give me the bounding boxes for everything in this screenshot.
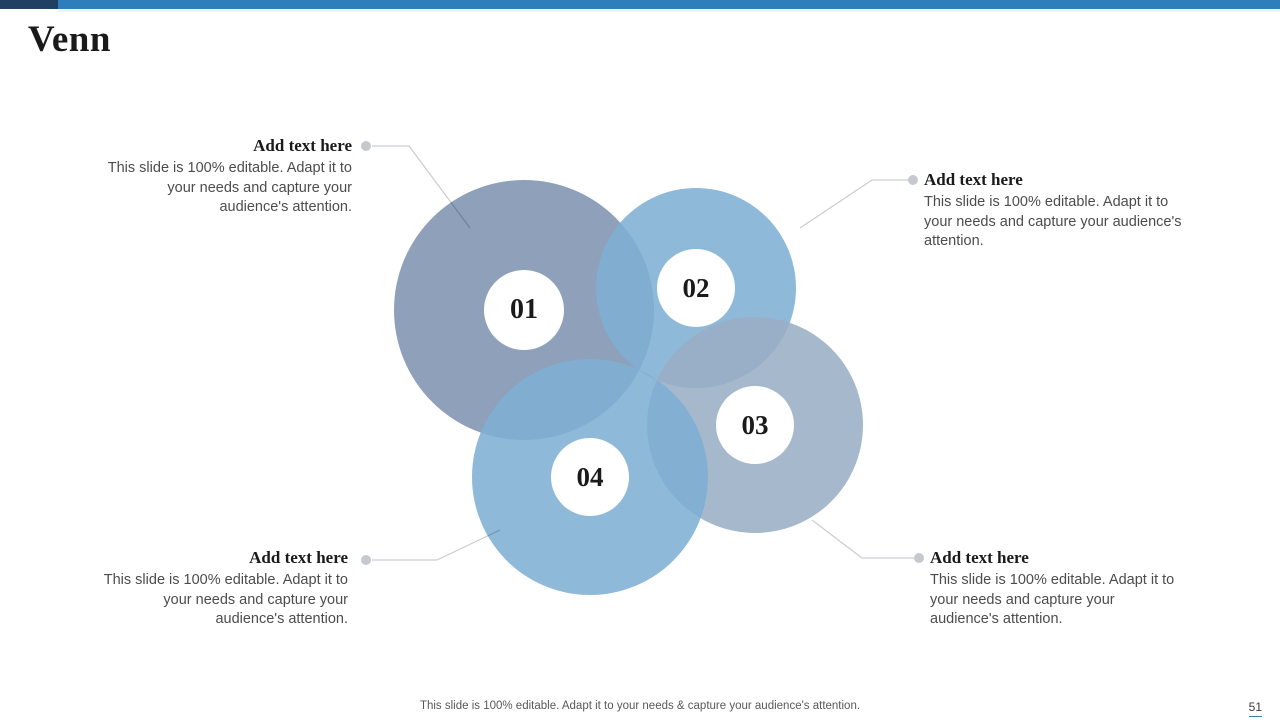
callout-top-left: Add text here This slide is 100% editabl…	[100, 136, 352, 218]
callout-title-bottom-right: Add text here	[930, 548, 1029, 567]
connector-dot-top-right	[908, 175, 918, 185]
connector-dot-bottom-right	[914, 553, 924, 563]
venn-circle-group	[394, 180, 863, 595]
page-title: Venn	[28, 19, 111, 60]
venn-number-badge-03[interactable]: 03	[716, 386, 794, 464]
footer-note: This slide is 100% editable. Adapt it to…	[419, 700, 861, 712]
callout-body-top-left: This slide is 100% editable. Adapt it to…	[107, 160, 352, 215]
accent-bar-dark-segment	[0, 0, 58, 9]
connector-line-bottom-left	[372, 529, 501, 561]
accent-bar-light-segment	[58, 0, 1280, 9]
page-number: 51	[1248, 700, 1262, 717]
top-accent-bar	[0, 0, 1280, 9]
callout-body-bottom-right: This slide is 100% editable. Adapt it to…	[930, 572, 1175, 627]
callout-title-top-right: Add text here	[924, 170, 1023, 189]
connector-line-bottom-right	[811, 519, 914, 559]
venn-number-badge-02[interactable]: 02	[657, 249, 735, 327]
connector-dot-top-left	[361, 141, 371, 151]
callout-title-top-left: Add text here	[253, 136, 352, 155]
connector-line-top-left	[372, 145, 471, 229]
callout-body-bottom-left: This slide is 100% editable. Adapt it to…	[103, 572, 348, 627]
callout-top-right: Add text here This slide is 100% editabl…	[924, 170, 1182, 252]
connector-lines	[372, 145, 914, 561]
callout-body-top-right: This slide is 100% editable. Adapt it to…	[924, 194, 1182, 249]
connector-line-top-right	[799, 179, 908, 229]
callout-bottom-left: Add text here This slide is 100% editabl…	[100, 548, 348, 630]
venn-number-badge-01[interactable]: 01	[484, 270, 564, 350]
callout-title-bottom-left: Add text here	[249, 548, 348, 567]
callout-bottom-right: Add text here This slide is 100% editabl…	[930, 548, 1182, 630]
connector-dot-bottom-left	[361, 555, 371, 565]
accent-bar-underline	[58, 9, 1280, 12]
connector-dots	[361, 141, 924, 565]
venn-number-badge-04[interactable]: 04	[551, 438, 629, 516]
